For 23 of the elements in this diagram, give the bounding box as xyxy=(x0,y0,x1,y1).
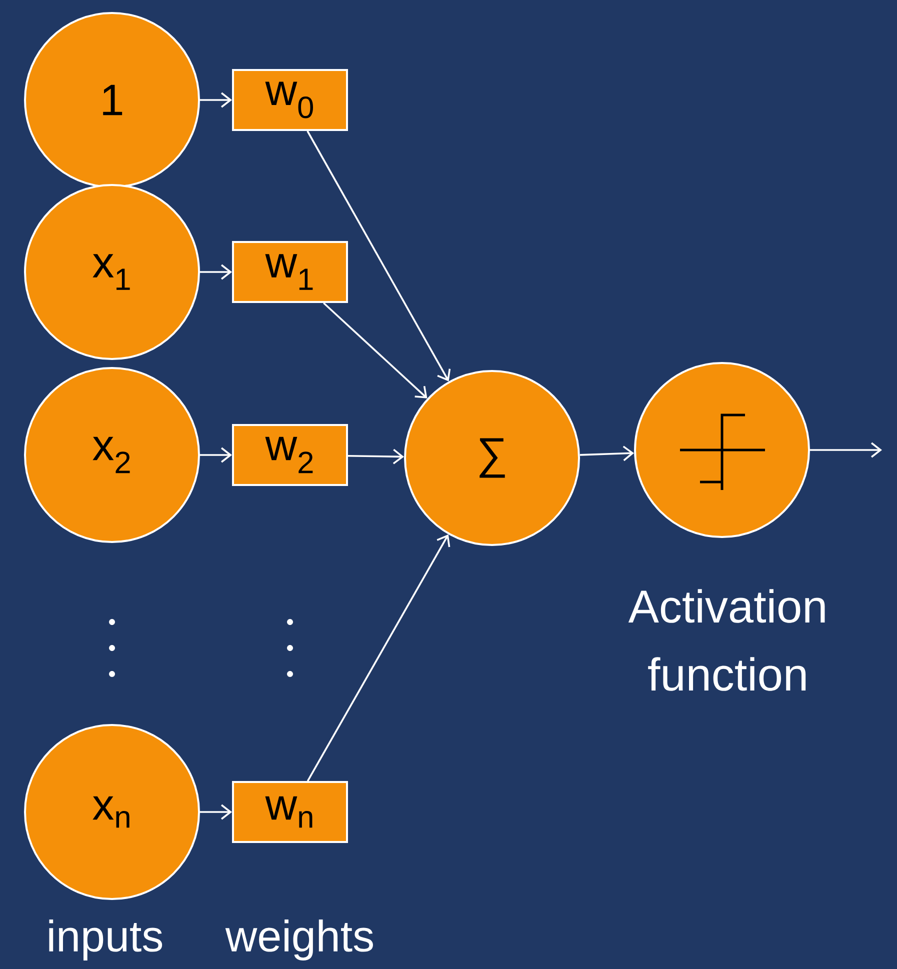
circle-node: x$_{n}$ xyxy=(24,724,200,900)
weight-box: w$_{n}$ xyxy=(232,781,348,843)
arrow xyxy=(200,447,232,463)
activation-circle xyxy=(634,362,810,538)
circle-node: x$_{1}$ xyxy=(24,184,200,360)
arrow xyxy=(348,448,404,464)
axis-label: inputs xyxy=(49,920,162,961)
caption-text: Activation function xyxy=(628,589,825,691)
circle-node: 1 xyxy=(24,12,200,188)
arrow xyxy=(323,302,428,398)
arrow xyxy=(306,130,451,382)
axis-label: weights xyxy=(225,920,373,961)
arrow xyxy=(200,92,232,108)
arrow xyxy=(580,446,634,462)
weight-box: w$_{1}$ xyxy=(232,241,348,303)
weight-box: w$_{2}$ xyxy=(232,424,348,486)
circle-node: x$_{2}$ xyxy=(24,367,200,543)
arrow xyxy=(200,264,232,280)
arrow xyxy=(306,534,450,782)
arrow xyxy=(200,804,232,820)
circle-node: ∑ xyxy=(404,370,580,546)
arrow xyxy=(810,442,882,458)
weight-box: w$_{0}$ xyxy=(232,69,348,131)
